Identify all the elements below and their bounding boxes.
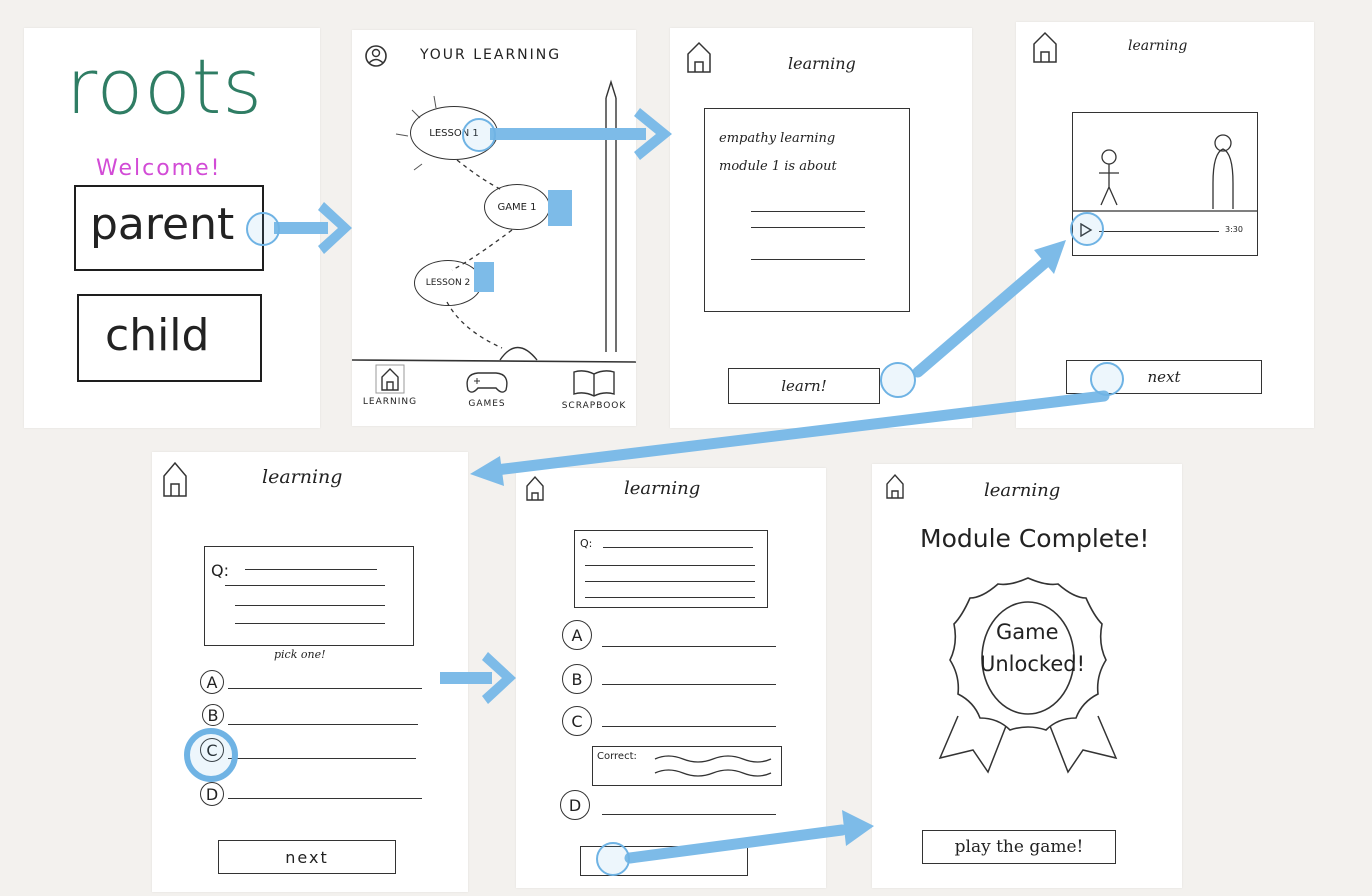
badge-line-2: Unlocked! (980, 652, 1085, 676)
quiz-q-label: Q: (211, 561, 229, 580)
option-a-label: A (206, 672, 218, 692)
tap-parent (246, 212, 280, 246)
screen-feedback: learning Q: A B C Correct: D (516, 468, 826, 888)
video-next-button[interactable]: next (1066, 360, 1262, 394)
intro-line-2: module 1 is about (719, 159, 837, 174)
child-button[interactable]: child (77, 294, 262, 382)
feedback-title: learning (624, 478, 701, 499)
option-b-label: B (207, 705, 219, 725)
tab-scrapbook[interactable]: SCRAPBOOK (554, 368, 634, 411)
home-icon[interactable] (884, 472, 906, 500)
home-icon[interactable] (160, 460, 190, 498)
learn-button-label: learn! (781, 377, 827, 395)
parent-label: parent (90, 199, 235, 250)
tap-feedback-next (596, 842, 630, 876)
screen-learning-map: YOUR LEARNING LESSON 1 GAME 1 LESSON 2 L… (352, 30, 636, 426)
feedback-question-box: Q: (574, 530, 768, 608)
option-a[interactable]: A (200, 670, 224, 694)
lesson-2-label: LESSON 2 (425, 278, 471, 288)
feedback-next-button[interactable] (580, 846, 748, 876)
tap-learn (880, 362, 916, 398)
tab-games-label: GAMES (468, 399, 506, 409)
tap-play (1070, 212, 1104, 246)
quiz-next-label: next (285, 847, 329, 867)
feedback-option-c[interactable]: C (562, 706, 592, 736)
game-1-lock-icon (548, 190, 572, 226)
option-b[interactable]: B (202, 704, 224, 726)
lesson-1-label: LESSON 1 (429, 127, 479, 139)
screen-module-complete: learning Module Complete! Game Unlocked!… (872, 464, 1182, 888)
quiz-title: learning (262, 466, 343, 488)
learn-button[interactable]: learn! (728, 368, 880, 404)
intro-title: learning (788, 54, 856, 73)
home-icon[interactable] (1030, 30, 1060, 64)
tap-lesson-1 (462, 118, 496, 152)
quiz-next-button[interactable]: next (218, 840, 396, 874)
quiz-question-box: Q: (204, 546, 414, 646)
video-time: 3:30 (1225, 225, 1243, 234)
tab-learning-label: LEARNING (362, 397, 418, 407)
lesson-2-lock-icon (474, 262, 494, 292)
tap-option-c (184, 728, 238, 782)
video-next-label: next (1147, 368, 1181, 386)
house-icon (375, 364, 405, 394)
correct-label: Correct: (597, 751, 637, 762)
gamepad-icon (466, 372, 508, 393)
tab-learning[interactable]: LEARNING (360, 364, 420, 407)
module-complete-heading: Module Complete! (920, 524, 1150, 553)
feedback-option-b[interactable]: B (562, 664, 592, 694)
play-game-button[interactable]: play the game! (922, 830, 1116, 864)
pick-one-text: pick one! (274, 648, 326, 661)
feedback-option-a-label: A (571, 625, 583, 645)
home-icon[interactable] (684, 40, 714, 74)
complete-title: learning (984, 480, 1061, 501)
screen-quiz: learning Q: pick one! A B C D next (152, 452, 468, 892)
tab-scrapbook-label: SCRAPBOOK (561, 401, 627, 411)
video-illustration (1073, 134, 1257, 212)
feedback-option-d[interactable]: D (560, 790, 590, 820)
video-player[interactable]: 3:30 (1072, 112, 1258, 256)
tap-video-next (1090, 362, 1124, 396)
game-1-label: GAME 1 (497, 201, 537, 213)
feedback-option-b-label: B (571, 669, 583, 689)
welcome-text: Welcome! (96, 156, 222, 181)
book-icon (573, 370, 615, 397)
badge-line-1: Game (996, 620, 1059, 644)
correct-feedback-box: Correct: (592, 746, 782, 786)
award-ribbon-icon (938, 577, 1118, 774)
feedback-option-c-label: C (571, 711, 583, 731)
play-game-label: play the game! (954, 837, 1084, 857)
feedback-option-a[interactable]: A (562, 620, 592, 650)
intro-line-1: empathy learning (719, 131, 836, 146)
feedback-option-d-label: D (568, 795, 582, 815)
screen-video: learning 3:30 next (1016, 22, 1314, 428)
feedback-q-label: Q: (580, 537, 593, 550)
video-title: learning (1128, 38, 1188, 54)
parent-button[interactable]: parent (74, 185, 264, 271)
home-icon[interactable] (524, 474, 546, 502)
tab-games[interactable]: GAMES (452, 368, 522, 409)
screen-module-intro: learning empathy learning module 1 is ab… (670, 28, 972, 428)
intro-content-box: empathy learning module 1 is about (704, 108, 910, 312)
app-logo: roots (66, 42, 263, 131)
profile-icon[interactable] (364, 44, 388, 68)
option-d-label: D (205, 784, 219, 804)
video-scrubber[interactable] (1099, 231, 1219, 232)
option-d[interactable]: D (200, 782, 224, 806)
map-title: YOUR LEARNING (420, 47, 562, 63)
child-label: child (105, 310, 210, 361)
